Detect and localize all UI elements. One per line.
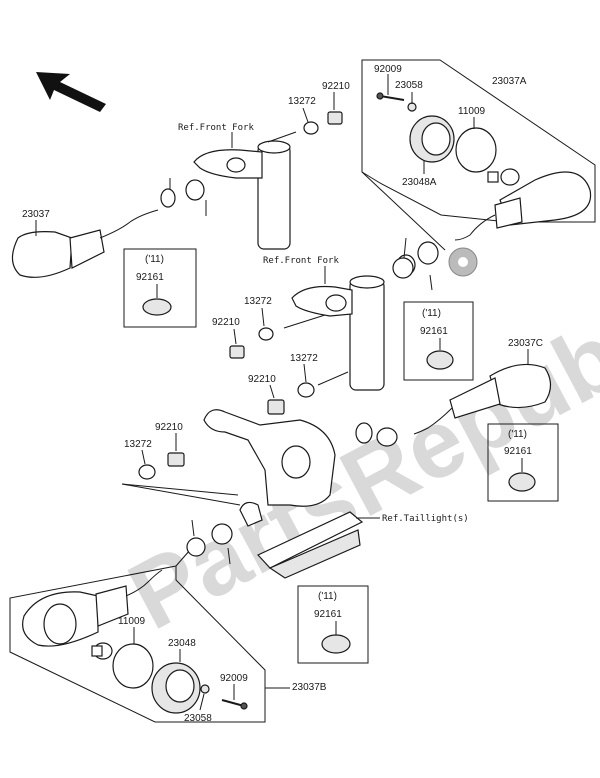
inset-bottom-year: ('11) [318,591,337,602]
inset-box-right [487,423,559,502]
plate-92161-mid [426,350,454,370]
inset-left-part: 92161 [136,272,164,283]
label-23037B: 23037B [292,682,327,693]
assembly-23037A-outline [361,59,596,223]
nut-23058-top [407,102,417,112]
washer-13272-mid2 [297,382,315,398]
front-fork-tube-1 [257,140,291,250]
inset-box-bottom [297,585,369,664]
plate-92161-bottom [321,634,351,654]
label-23048A: 23048A [402,177,437,188]
inset-mid-part: 92161 [420,326,448,337]
label-23037: 23037 [22,209,50,220]
lens-23048A [409,115,455,163]
bracket-mid [291,285,353,317]
inset-right-year: ('11) [508,429,527,440]
turn-signal-23037A-lamp [454,171,592,241]
label-92210-mid: 92210 [212,317,240,328]
turn-signal-23037-lamp [11,209,159,278]
label-11009-top: 11009 [458,106,486,117]
grommet-mid-right [392,257,414,279]
ref-front-fork-2: Ref.Front Fork [263,256,339,266]
inset-bottom-part: 92161 [314,609,342,620]
label-13272-top: 13272 [288,96,316,107]
assembly-23037B-outline [9,565,266,723]
label-92009-bot: 92009 [220,673,248,684]
assembly-23037B-leader [175,549,191,567]
inset-box-mid [403,301,474,381]
inset-left-year: ('11) [145,254,164,265]
assembly-23037A-leader [361,171,446,251]
inset-right-part: 92161 [504,446,532,457]
gear-icon [448,247,478,277]
label-13272-mid2: 13272 [290,353,318,364]
front-direction-arrow-icon [36,72,106,112]
nut-23058-bot [200,684,210,694]
lens-23048 [151,662,201,714]
label-13272-low: 13272 [124,439,152,450]
screw-92009-bot [221,699,248,710]
washer-13272-mid [258,327,274,341]
label-23037A: 23037A [492,76,527,87]
washer-13272-top [303,121,319,135]
washer-13272-low [138,464,156,480]
turn-signal-23037B-lamp [22,569,163,647]
gasket-11009-bot [112,643,154,689]
bulb-bottom [91,642,113,660]
label-11009-bot: 11009 [118,616,146,627]
label-23058-bot: 23058 [184,713,212,724]
grommet-bottom-left [186,523,233,557]
screw-92009-top [376,92,405,101]
turn-signal-23037C-lamp [413,363,552,435]
license-plate-bracket [257,511,364,579]
front-fork-tube-2 [349,275,385,391]
nut-92210-top [327,111,343,125]
label-13272-mid: 13272 [244,296,272,307]
label-92009-top: 92009 [374,64,402,75]
bulb-top [487,168,520,186]
label-92210-top: 92210 [322,81,350,92]
plate-92161-right [508,472,536,492]
rear-bracket [203,409,336,527]
nut-92210-mid [229,345,245,359]
label-23048: 23048 [168,638,196,649]
grommet-left-top [160,179,205,208]
label-23037C: 23037C [508,338,543,349]
plate-92161-left [142,298,172,316]
label-23058-top: 23058 [395,80,423,91]
inset-box-left [123,248,197,328]
label-92210-mid2: 92210 [248,374,276,385]
gasket-11009-top [455,127,497,173]
grommet-right-mid [355,422,398,447]
ref-front-fork-1: Ref.Front Fork [178,123,254,133]
ref-taillight: Ref.Taillight(s) [382,514,469,524]
inset-mid-year: ('11) [422,308,441,319]
label-92210-low: 92210 [155,422,183,433]
nut-92210-low [167,452,185,467]
bracket-top [193,149,263,179]
nut-92210-mid2 [267,399,285,415]
